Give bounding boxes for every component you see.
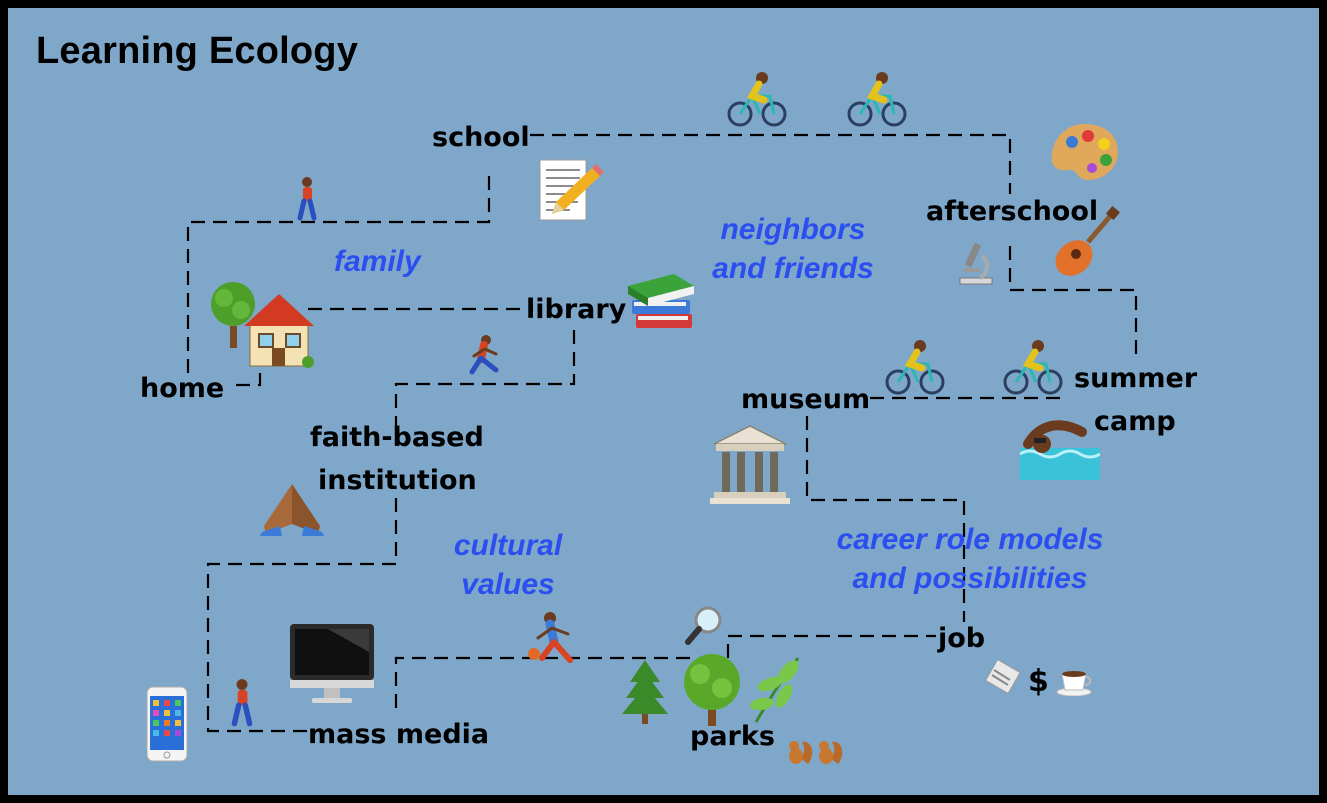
- place-summer: summer: [1074, 363, 1198, 394]
- cyclist-icon: [727, 72, 787, 127]
- place-faith-based: faith-based: [310, 422, 484, 453]
- basketball-player-icon: [528, 612, 573, 663]
- theme-neighbors-line2: and friends: [712, 252, 874, 285]
- museum-building-icon: [710, 425, 790, 504]
- deciduous-tree-icon: [684, 654, 740, 726]
- place-camp: camp: [1094, 406, 1176, 437]
- running-person-icon: [469, 335, 499, 375]
- path-library-faith: [394, 330, 576, 430]
- art-palette-icon: [1051, 124, 1118, 180]
- house-icon: [244, 294, 314, 368]
- guitar-icon: [1055, 206, 1120, 276]
- place-mass-media: mass media: [308, 719, 490, 750]
- theme-career: career role models and possibilities: [820, 520, 1120, 598]
- notepad-pencil-icon: [539, 159, 604, 221]
- place-parks: parks: [690, 721, 775, 752]
- cyclist-icon: [885, 340, 945, 395]
- path-school-afterschool: [530, 133, 1012, 194]
- walking-person-icon: [231, 679, 253, 727]
- theme-cultural-line2: values: [461, 568, 555, 601]
- path-faith-mediaside: [206, 498, 398, 733]
- path-school-home: [186, 176, 491, 376]
- connection-paths: [186, 133, 1138, 733]
- theme-cultural-values: cultural values: [438, 526, 578, 604]
- tree-icon: [211, 282, 255, 348]
- place-job: job: [938, 623, 986, 654]
- diagram-title: Learning Ecology: [36, 30, 359, 72]
- swimmer-icon: [1020, 420, 1100, 480]
- theme-cultural-line1: cultural: [453, 529, 563, 562]
- cyclist-icon: [1003, 340, 1063, 395]
- books-icon: [628, 274, 694, 328]
- magnifier-icon: [685, 606, 722, 645]
- path-museum-job: [805, 416, 966, 622]
- smartphone-icon: [146, 686, 188, 762]
- path-home-library: [236, 372, 262, 387]
- cyclist-icon: [847, 72, 907, 127]
- squirrel-icon: [819, 741, 843, 764]
- theme-career-line1: career role models: [836, 523, 1104, 556]
- theme-family: family: [334, 245, 421, 278]
- microscope-icon: [959, 242, 993, 285]
- place-home: home: [140, 373, 225, 404]
- theme-neighbors: neighbors and friends: [708, 210, 878, 288]
- theme-career-line2: and possibilities: [852, 562, 1088, 595]
- path-media-parks: [394, 656, 698, 708]
- place-museum: museum: [741, 384, 871, 415]
- coffee-cup-icon: [1056, 671, 1092, 696]
- walking-person-icon: [297, 177, 317, 221]
- squirrel-icon: [789, 741, 813, 764]
- praying-hands-icon: [260, 484, 324, 536]
- theme-neighbors-line1: neighbors: [720, 213, 866, 246]
- path-afterschool-summer: [1008, 246, 1138, 354]
- dollar-sign-icon: $: [1028, 664, 1049, 699]
- desktop-monitor-icon: [290, 624, 374, 703]
- place-institution: institution: [318, 465, 477, 496]
- evergreen-tree-icon: [622, 660, 668, 724]
- path-parks-job: [726, 634, 936, 680]
- place-afterschool: afterschool: [926, 196, 1099, 227]
- leaves-icon: [750, 657, 800, 723]
- place-school: school: [432, 122, 530, 153]
- newspaper-icon: [984, 660, 1020, 694]
- place-library: library: [526, 294, 627, 325]
